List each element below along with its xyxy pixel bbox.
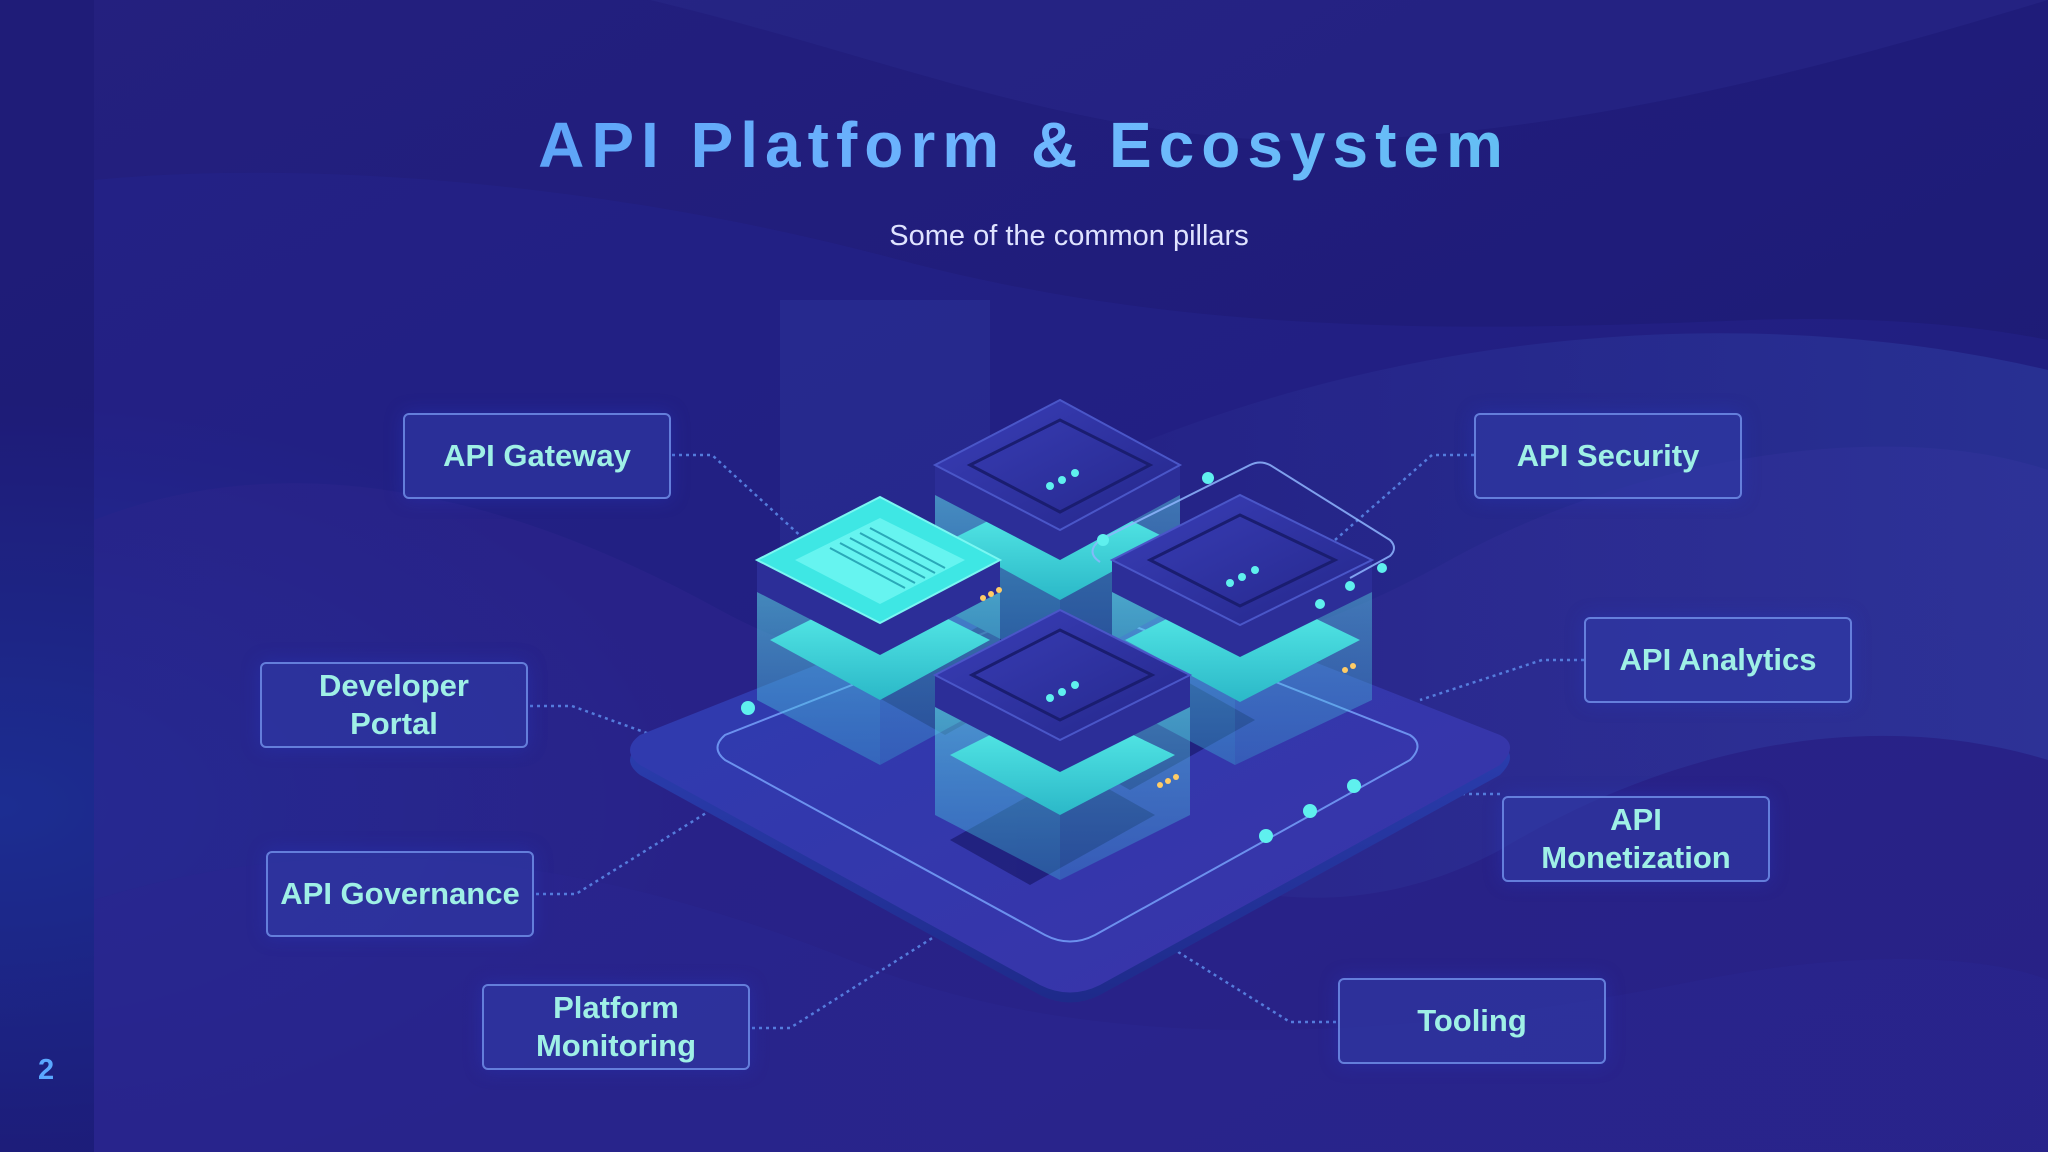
pillar-label: Platform Monitoring <box>535 990 697 1063</box>
connector-api-gateway <box>672 453 806 541</box>
pillar-api-analytics: API Analytics <box>1584 617 1852 703</box>
server-block-right <box>1109 493 1375 765</box>
pillar-label: API Gateway <box>443 438 631 473</box>
pillar-api-security: API Security <box>1474 413 1742 499</box>
connector-developer-portal <box>530 704 681 747</box>
server-block-left <box>754 495 1003 765</box>
connector-platform-monitoring <box>752 928 946 1030</box>
server-block-front <box>932 608 1193 880</box>
pillar-label: API Governance <box>280 876 520 911</box>
pillar-api-gateway: API Gateway <box>403 413 671 499</box>
connector-api-security <box>1334 453 1474 541</box>
pillar-label: Tooling <box>1417 1003 1527 1038</box>
page-number: 2 <box>38 1054 55 1086</box>
slide-subtitle: Some of the common pillars <box>889 220 1249 252</box>
pillar-label: Developer Portal <box>319 668 469 741</box>
pillar-label: API Analytics <box>1619 642 1817 677</box>
pillar-api-monetization: API Monetization <box>1502 796 1770 882</box>
slide-title: API Platform & Ecosystem <box>0 108 2048 182</box>
connector-tooling <box>1134 923 1336 1024</box>
pillar-platform-monitoring: Platform Monitoring <box>482 984 750 1070</box>
pillar-label: API Security <box>1516 438 1700 473</box>
pillar-api-governance: API Governance <box>266 851 534 937</box>
connector-api-analytics <box>1419 658 1584 702</box>
pillar-label: API Monetization <box>1541 802 1731 875</box>
pillar-developer-portal: Developer Portal <box>260 662 528 748</box>
connector-lines <box>530 453 1584 1030</box>
pillar-tooling: Tooling <box>1338 978 1606 1064</box>
